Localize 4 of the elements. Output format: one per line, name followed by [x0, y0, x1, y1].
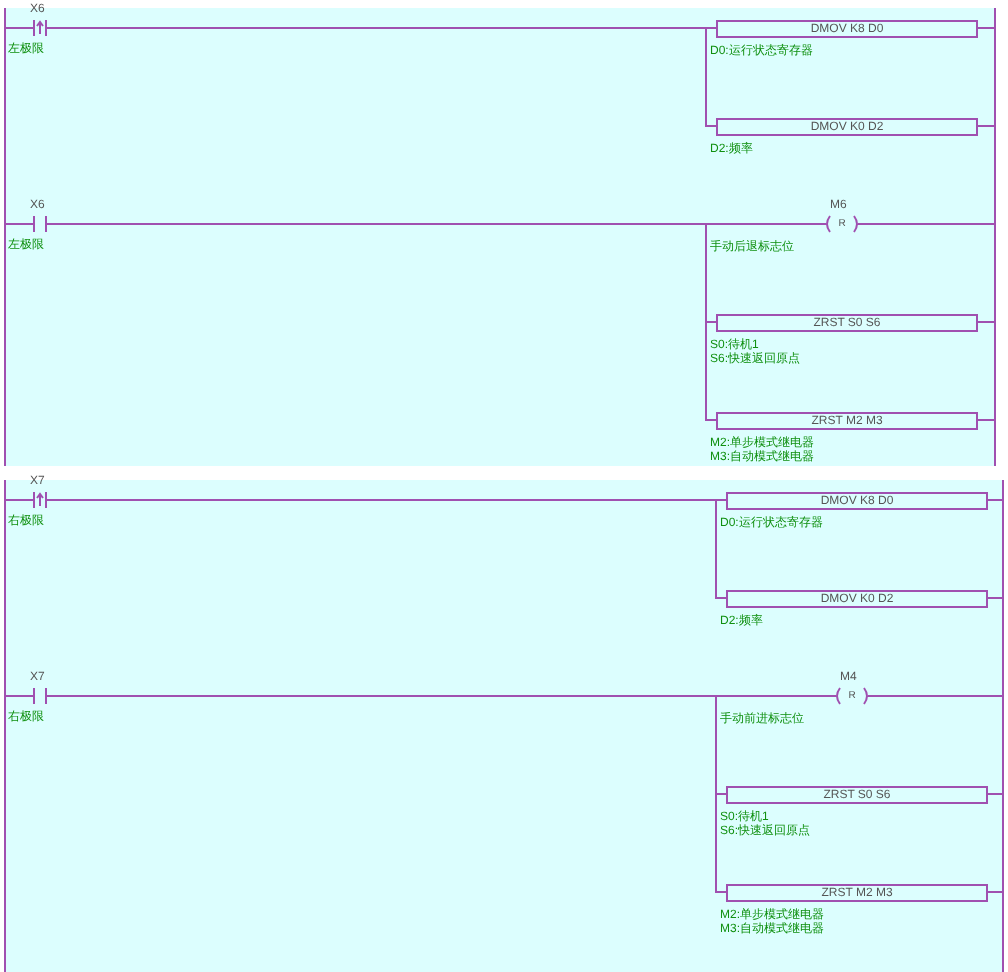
rung-wire [53, 499, 727, 599]
rung-wire [53, 695, 727, 893]
rung-wire [53, 27, 717, 127]
rung-wire [53, 223, 717, 421]
